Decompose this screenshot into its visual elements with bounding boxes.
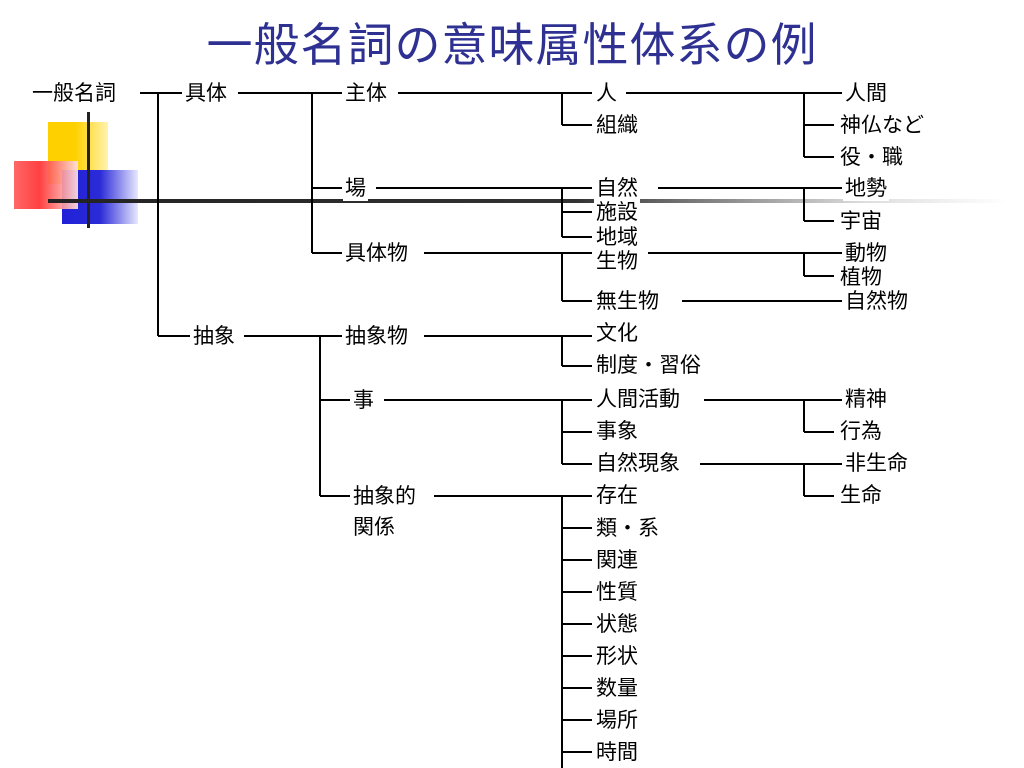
node-basho: 場所 (594, 707, 640, 733)
node-chiiki: 地域 (594, 224, 640, 250)
node-shutai: 主体 (343, 80, 389, 106)
node-shisetsu: 施設 (594, 199, 640, 225)
node-chuushoteki: 抽象的 (351, 483, 418, 509)
node-jikan: 時間 (594, 739, 640, 765)
node-ningen-katsudou: 人間活動 (594, 386, 682, 412)
node-gutaibutsu: 具体物 (343, 240, 410, 266)
node-shizenbutsu: 自然物 (843, 288, 910, 314)
node-ningen: 人間 (843, 80, 889, 106)
node-shinbutsu: 神仏など (838, 112, 926, 138)
node-shizen-genshou: 自然現象 (594, 450, 682, 476)
node-shokubutsu: 植物 (838, 264, 884, 290)
node-shizen: 自然 (594, 175, 640, 201)
node-chisei: 地勢 (843, 175, 889, 201)
decorative-horizontal-line (48, 199, 1008, 203)
node-seishin: 精神 (843, 386, 889, 412)
node-keijou: 形状 (594, 643, 640, 669)
node-hito: 人 (594, 80, 619, 106)
node-jishou: 事象 (594, 418, 640, 444)
node-soshiki: 組織 (594, 112, 640, 138)
node-suuryou: 数量 (594, 675, 640, 701)
node-koto: 事 (351, 387, 376, 413)
node-rui-kei: 類・系 (594, 515, 661, 541)
node-gutai: 具体 (183, 80, 229, 106)
node-kanren: 関連 (594, 547, 640, 573)
node-kankei: 関係 (351, 514, 397, 540)
node-sonzai: 存在 (594, 482, 640, 508)
node-ippan-meishi: 一般名詞 (30, 80, 118, 106)
node-seido-shuuzoku: 制度・習俗 (594, 352, 703, 378)
node-seibutsu: 生物 (594, 248, 640, 274)
slide-title: 一般名詞の意味属性体系の例 (206, 18, 818, 72)
node-doubutsu: 動物 (843, 240, 889, 266)
node-seishitsu: 性質 (594, 579, 640, 605)
node-seimei: 生命 (838, 482, 884, 508)
node-chuusho: 抽象 (191, 323, 237, 349)
node-ba: 場 (343, 175, 368, 201)
node-chuushobutsu: 抽象物 (343, 323, 410, 349)
node-yaku-shoku: 役・職 (838, 144, 905, 170)
node-koui: 行為 (838, 418, 884, 444)
node-uchuu: 宇宙 (838, 208, 884, 234)
decorative-vertical-line (87, 112, 90, 228)
node-hiseimei: 非生命 (843, 450, 910, 476)
node-museibutsu: 無生物 (594, 288, 661, 314)
node-bunka: 文化 (594, 320, 640, 346)
node-joutai: 状態 (594, 611, 640, 637)
